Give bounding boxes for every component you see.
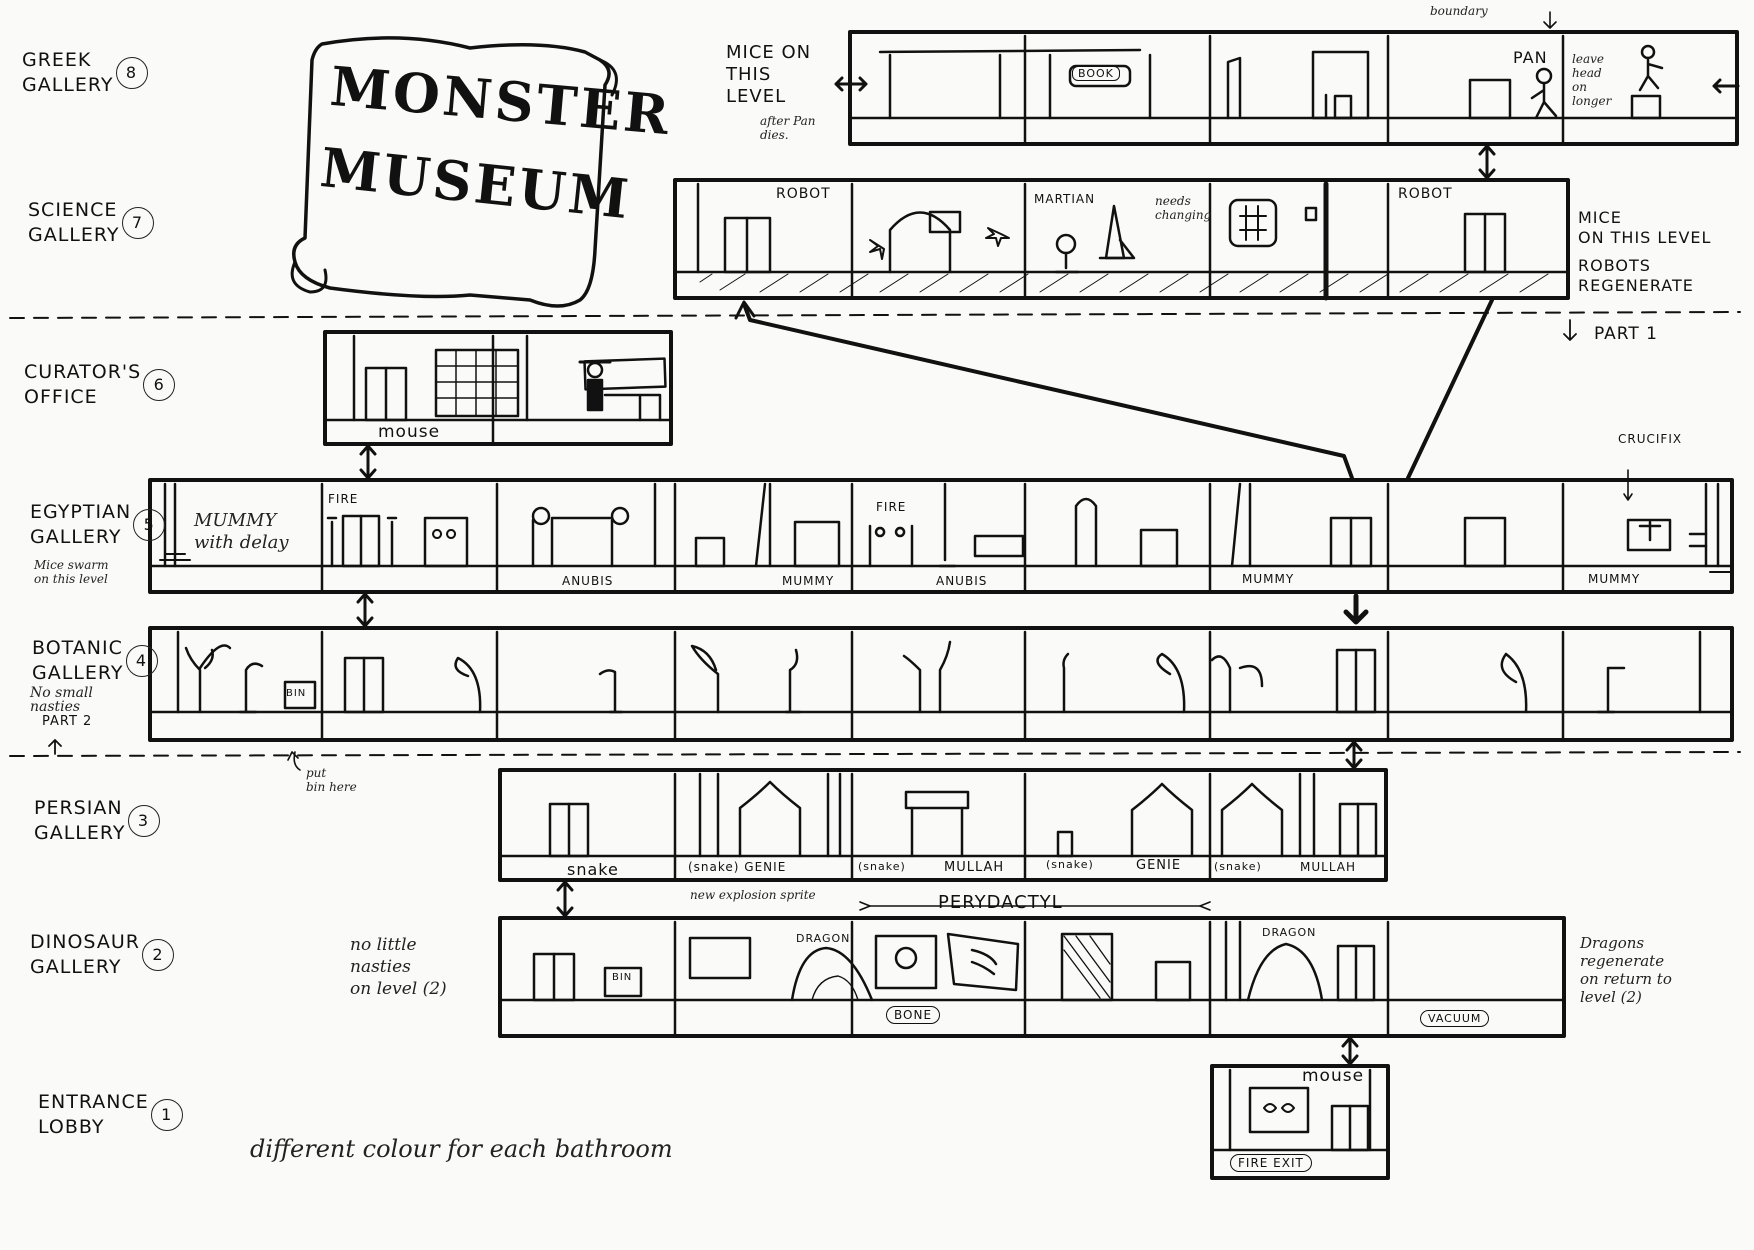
label-snake-mullah-1: (snake) bbox=[858, 860, 906, 873]
label-bin-botanic: BIN bbox=[286, 688, 307, 699]
link-egyptian-science-right bbox=[1406, 298, 1494, 480]
note-robots-regenerate: ROBOTS REGENERATE bbox=[1578, 256, 1694, 295]
link-egyptian-science-left bbox=[742, 302, 1354, 480]
arrow-egyptian-botanic bbox=[356, 592, 374, 628]
label-mullah-1: MULLAH bbox=[944, 860, 1005, 875]
label-genie-2: GENIE bbox=[1136, 858, 1182, 873]
label-snake-mullah-2: (snake) bbox=[1214, 860, 1262, 873]
arrow-egyptian-botanic-2 bbox=[1343, 593, 1369, 625]
label-robot-2: ROBOT bbox=[1398, 186, 1453, 202]
level-number: 2 bbox=[141, 939, 174, 971]
label-pan: PAN bbox=[1513, 48, 1548, 67]
level-number: 1 bbox=[150, 1099, 183, 1131]
label-mummy-3: MUMMY bbox=[1588, 572, 1641, 586]
title-scroll bbox=[292, 36, 611, 308]
label-part-2: PART 2 bbox=[42, 714, 93, 729]
level-label-persian: PERSIAN GALLERY3 bbox=[34, 796, 160, 846]
note-needs-changing: needs changing bbox=[1155, 194, 1212, 222]
level-label-dinosaur: DINOSAUR GALLERY2 bbox=[30, 930, 174, 980]
greek-gallery-floor bbox=[848, 30, 1739, 146]
note-mice-swarm: Mice swarm on this level bbox=[34, 558, 109, 586]
label-mullah-2: MULLAH bbox=[1300, 860, 1357, 874]
level-number: 6 bbox=[143, 369, 176, 401]
level-label-curator: CURATOR'S OFFICE6 bbox=[24, 360, 176, 410]
label-bin-dino: BIN bbox=[612, 972, 633, 983]
arrow-dino-lobby bbox=[1341, 1036, 1359, 1066]
note-different-colour: different colour for each bathroom bbox=[250, 1135, 673, 1163]
arrow-botanic-persian bbox=[1345, 740, 1363, 770]
note-dragons-regenerate: Dragons regenerate on return to level (2… bbox=[1580, 934, 1672, 1006]
note-boundary: boundary bbox=[1430, 4, 1488, 18]
label-vacuum: VACUUM bbox=[1420, 1010, 1490, 1027]
curator-office-floor bbox=[323, 330, 673, 446]
level-name: EGYPTIAN GALLERY bbox=[30, 501, 132, 548]
level-name: GREEK GALLERY bbox=[22, 49, 114, 96]
entrance-lobby-floor bbox=[1210, 1064, 1390, 1180]
label-crucifix: CRUCIFIX bbox=[1618, 432, 1683, 446]
label-pterodactyl: PERYDACTYL bbox=[938, 892, 1063, 913]
label-book: BOOK bbox=[1072, 66, 1120, 81]
level-name: SCIENCE GALLERY bbox=[28, 199, 120, 246]
level-name: ENTRANCE LOBBY bbox=[38, 1091, 149, 1138]
label-dragon-1: DRAGON bbox=[796, 932, 851, 945]
level-label-entrance: ENTRANCE LOBBY1 bbox=[38, 1090, 183, 1140]
label-mouse-lobby: mouse bbox=[1302, 1066, 1365, 1086]
label-martian: MARTIAN bbox=[1034, 192, 1096, 206]
label-anubis-1: ANUBIS bbox=[562, 574, 614, 588]
level-name: CURATOR'S OFFICE bbox=[24, 361, 142, 408]
level-name: PERSIAN GALLERY bbox=[34, 797, 126, 844]
level-name: BOTANIC GALLERY bbox=[32, 637, 124, 684]
connector-arrows bbox=[48, 11, 1740, 1066]
botanic-gallery-floor bbox=[148, 626, 1734, 742]
level-number: 8 bbox=[115, 57, 148, 89]
part2-divider bbox=[9, 751, 1741, 757]
label-fire-1: FIRE bbox=[328, 492, 359, 506]
label-part-1: PART 1 bbox=[1594, 324, 1658, 344]
level-number: 4 bbox=[125, 645, 158, 677]
level-label-greek: GREEK GALLERY8 bbox=[22, 48, 148, 98]
note-mice-greek-sub: after Pan dies. bbox=[760, 114, 816, 142]
persian-gallery-floor bbox=[498, 768, 1388, 907]
level-label-egyptian: EGYPTIAN GALLERY5 bbox=[30, 500, 166, 550]
level-name: DINOSAUR GALLERY bbox=[30, 931, 140, 978]
note-mummy-delay: MUMMY with delay bbox=[194, 510, 289, 553]
label-mouse-office: mouse bbox=[378, 422, 441, 442]
dinosaur-gallery-floor bbox=[498, 916, 1566, 1038]
note-put-bin: put bin here bbox=[306, 766, 357, 794]
arrow-greek-science bbox=[1478, 144, 1496, 180]
label-anubis-2: ANUBIS bbox=[936, 574, 988, 588]
arrow-office-egyptian bbox=[359, 444, 377, 480]
note-new-explosion: new explosion sprite bbox=[690, 888, 816, 902]
label-fire-2: FIRE bbox=[876, 500, 907, 514]
note-leave-head: leave head on longer bbox=[1572, 52, 1612, 108]
note-mice-science: MICE ON THIS LEVEL bbox=[1578, 208, 1712, 247]
label-mummy-2: MUMMY bbox=[1242, 572, 1295, 586]
note-mice-greek: MICE ON THIS LEVEL bbox=[726, 42, 812, 107]
label-snake-genie-2: (snake) bbox=[1046, 858, 1094, 871]
label-bone: BONE bbox=[886, 1006, 941, 1024]
science-gallery-floor bbox=[673, 178, 1570, 301]
part1-divider bbox=[9, 311, 1741, 319]
note-no-small-nasties: No small nasties bbox=[30, 685, 93, 715]
note-no-little-nasties: no little nasties on level (2) bbox=[350, 935, 447, 999]
level-number: 7 bbox=[121, 207, 154, 239]
level-label-botanic: BOTANIC GALLERY4 bbox=[32, 636, 158, 686]
level-label-science: SCIENCE GALLERY7 bbox=[28, 198, 154, 248]
label-mummy-1: MUMMY bbox=[782, 574, 835, 588]
label-snake: snake bbox=[567, 860, 619, 879]
label-robot-1: ROBOT bbox=[776, 186, 831, 202]
level-number: 5 bbox=[133, 509, 166, 541]
level-number: 3 bbox=[127, 805, 160, 837]
label-dragon-2: DRAGON bbox=[1262, 926, 1317, 939]
label-snake-genie-1: (snake) GENIE bbox=[688, 860, 787, 874]
label-fire-exit: FIRE EXIT bbox=[1230, 1154, 1312, 1172]
arrow-persian-dino bbox=[556, 880, 574, 918]
